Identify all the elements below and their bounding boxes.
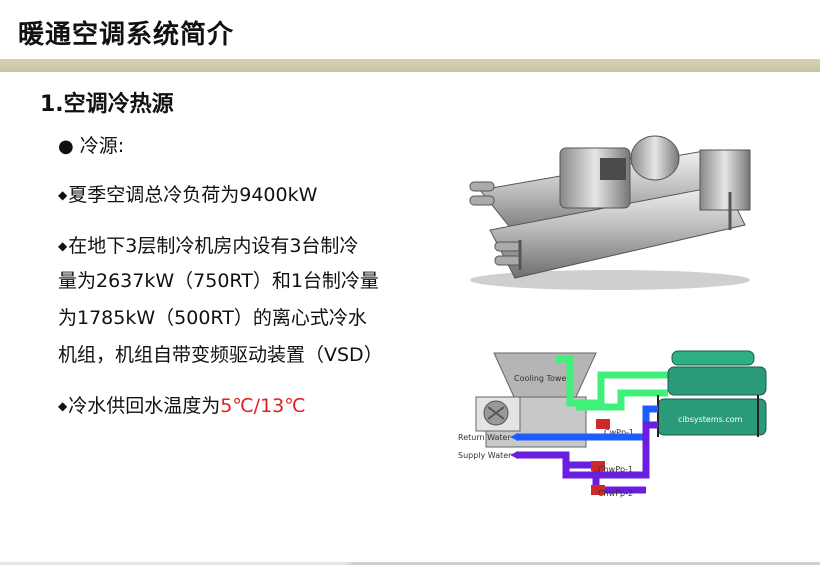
vsd-cabinet <box>699 149 751 211</box>
bullet-text: 夏季空调总冷负荷为9400kW <box>68 184 318 206</box>
pump-chw1-label: ChwPp-1 <box>598 465 633 474</box>
title-band <box>0 59 820 72</box>
bullet-water-temperature: ◆冷水供回水温度为5℃/13℃ <box>58 391 306 418</box>
cooling-tower-label: Cooling Tower <box>514 374 570 383</box>
circle-bullet-icon: ● <box>58 136 74 157</box>
supply-water-pipe <box>516 421 658 479</box>
pump-chw2-label: ChwPp-2 <box>598 489 633 498</box>
section-heading: 1.空调冷热源 <box>40 92 174 117</box>
diamond-bullet-icon: ◆ <box>58 239 68 253</box>
compressor-unit <box>671 350 755 366</box>
condenser-shell <box>667 366 767 396</box>
bullet-text: 冷源: <box>79 135 125 157</box>
bullet-chiller-units-line1: ◆在地下3层制冷机房内设有3台制冷 <box>58 231 358 258</box>
chiller-illustration <box>469 135 751 290</box>
pump-chw2-icon <box>591 485 605 495</box>
motor <box>630 135 680 181</box>
pump-cw-icon <box>596 419 610 429</box>
bullet-cold-source: ●冷源: <box>58 131 124 158</box>
bullet-chiller-units-line3: 为1785kW（500RT）的离心式冷水 <box>58 307 367 329</box>
fan-blades <box>487 406 505 420</box>
return-water-label: Return Water <box>458 433 511 442</box>
supply-arrow-icon <box>510 451 518 459</box>
supply-water-label: Supply Water <box>458 451 512 460</box>
page-title: 暖通空调系统简介 <box>18 20 235 50</box>
drum-legs <box>657 395 759 437</box>
footer-line <box>0 562 820 565</box>
temperature-highlight: 5℃/13℃ <box>220 395 306 417</box>
chilled-water-schematic: Cooling Tower cibsystems.com CwPp-1 Retu… <box>458 350 767 498</box>
return-arrow-icon <box>510 433 518 441</box>
shadow <box>470 270 750 290</box>
bullet-chiller-units-line2: 量为2637kW（750RT）和1台制冷量 <box>58 270 379 292</box>
condenser-return-pipe <box>576 389 668 411</box>
supply-bypass-pipe <box>566 461 646 494</box>
watermark-text: cibsystems.com <box>678 415 743 424</box>
condenser-supply-pipe <box>556 355 668 407</box>
control-panel <box>600 158 626 180</box>
pump-cw-label: CwPp-1 <box>604 428 634 437</box>
nozzles-bottom <box>494 241 522 266</box>
bullet-text: 冷水供回水温度为 <box>68 395 221 417</box>
nozzles-top <box>469 181 495 206</box>
pump-chw1-icon <box>591 461 605 471</box>
bullet-text: 在地下3层制冷机房内设有3台制冷 <box>68 235 359 257</box>
bullet-chiller-units-line4: 机组，机组自带变频驱动装置（VSD） <box>58 344 383 366</box>
bullet-cooling-load: ◆夏季空调总冷负荷为9400kW <box>58 180 317 207</box>
diamond-bullet-icon: ◆ <box>58 188 68 202</box>
supports <box>518 192 732 270</box>
diamond-bullet-icon: ◆ <box>58 399 68 413</box>
